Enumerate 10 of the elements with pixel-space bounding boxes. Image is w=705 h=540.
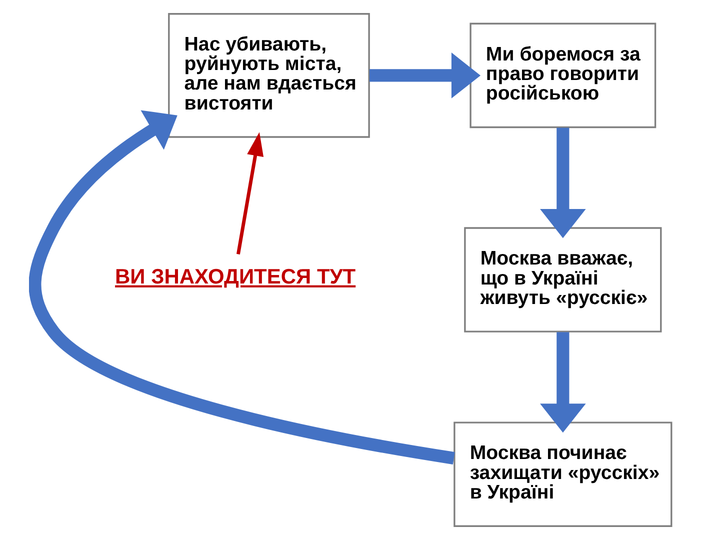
arrow (28, 110, 454, 464)
node-box: Нас убивають, руйнують міста, але нам вдається вистояти (168, 13, 370, 138)
arrow (540, 128, 586, 238)
node-box: Москва починає захищати «русскіх» в Україні (453, 422, 672, 527)
arrow (236, 132, 264, 254)
arrow (540, 332, 586, 433)
node-text: ВИ ЗНАХОДИТЕСЯ ТУТ (114, 265, 356, 288)
node-box: Ми боремося за право говорити російською (469, 22, 656, 128)
arrow (368, 52, 480, 98)
node-box: Москва вважає, що в Україні живуть «русскіє» (464, 227, 662, 332)
